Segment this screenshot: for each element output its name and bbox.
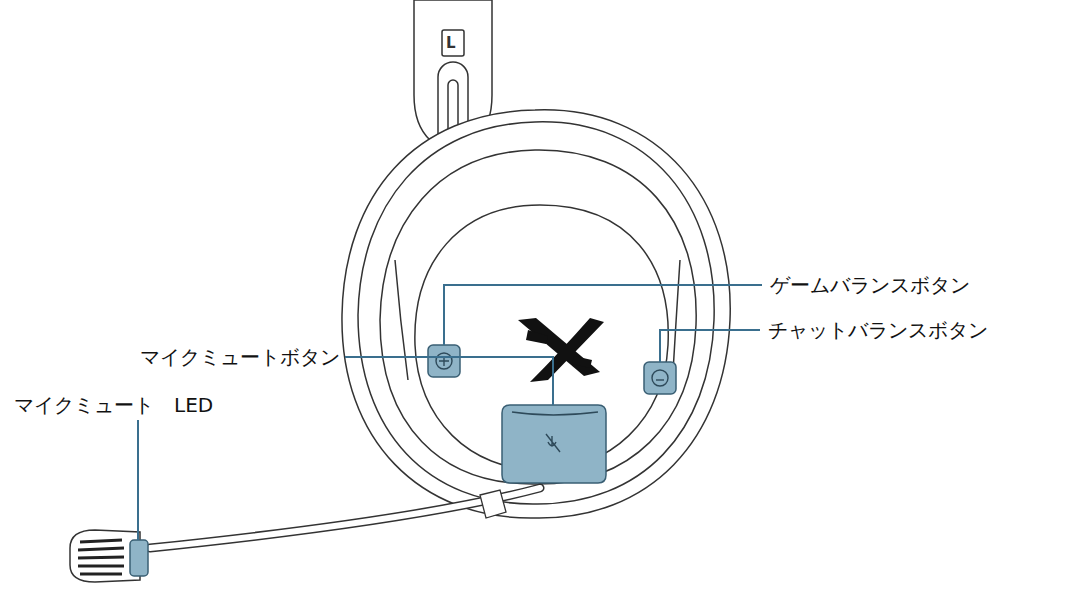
mute-button-face: [512, 412, 598, 415]
mic-grille: [78, 540, 124, 574]
game-balance-button: [428, 345, 460, 377]
ear-cushion: [380, 150, 696, 484]
chat-balance-button: [644, 362, 676, 394]
mic-boom: [150, 488, 540, 548]
leader-line: [345, 357, 553, 405]
chat-icon-detail: [656, 379, 664, 380]
ear-cup-rim: [358, 122, 714, 504]
leader-line: [660, 330, 760, 362]
yoke-arm: [395, 260, 408, 380]
leader-line: [137, 420, 139, 540]
mic-boom-core: [150, 488, 540, 548]
chat-icon: [652, 370, 668, 386]
headband-label-plate: [442, 30, 464, 56]
callout-label: マイクミュートボタン: [140, 344, 340, 370]
leader-line: [444, 285, 762, 345]
callout-label: ゲームバランスボタン: [770, 272, 970, 298]
mic-mute-led: [130, 540, 148, 576]
game-icon: [436, 353, 452, 369]
ear-cup-outer: [342, 110, 730, 518]
side-marking: L: [446, 34, 456, 52]
mic-boom-joint: [480, 490, 506, 518]
logo: [518, 318, 604, 382]
callout-label: マイクミュート LED: [14, 392, 213, 418]
mic-mute-button: [502, 405, 606, 483]
mute-icon: [546, 434, 560, 452]
callout-label: チャットバランスボタン: [768, 317, 988, 343]
